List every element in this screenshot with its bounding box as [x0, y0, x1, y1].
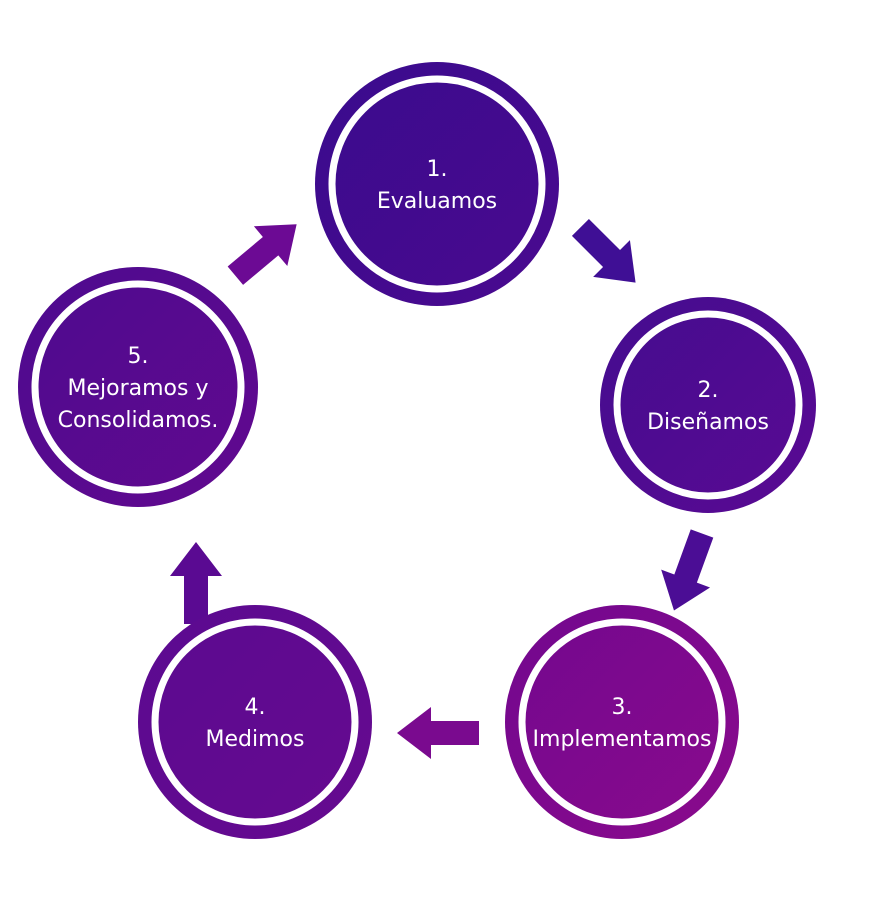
step-3: 3. Implementamos: [505, 605, 739, 839]
step-2-white-ring: [613, 310, 803, 500]
step-4-line-1: 4.: [245, 695, 266, 720]
step-5-outer-ring: [18, 267, 258, 507]
step-3-white-ring: [518, 618, 726, 826]
arrow-left-icon: [397, 707, 479, 759]
step-3-line-2: Implementamos: [533, 727, 712, 752]
step-3-line-1: 3.: [612, 695, 633, 720]
step-2-line-2: Diseñamos: [647, 410, 769, 435]
step-1-line-1: 1.: [427, 157, 448, 182]
steps-layer: 1. Evaluamos 2. Diseñamos 3. Implementamos 4. M…: [18, 62, 816, 839]
step-5-line-2: Mejoramos y: [68, 376, 209, 401]
arrow-up-icon: [170, 542, 222, 624]
step-5-white-ring: [31, 280, 245, 494]
step-1-line-2: Evaluamos: [377, 189, 497, 214]
step-4-white-ring: [151, 618, 359, 826]
step-4-line-2: Medimos: [206, 727, 305, 752]
arrows-layer: [170, 218, 714, 759]
step-2: 2. Diseñamos: [600, 297, 816, 513]
arrow-down-left-icon: [661, 529, 714, 611]
step-5-line-1: 5.: [128, 344, 149, 369]
step-1-white-ring: [328, 75, 546, 293]
step-2-outer-ring: [600, 297, 816, 513]
step-2-line-1: 2.: [698, 378, 719, 403]
step-4: 4. Medimos: [138, 605, 372, 839]
step-4-outer-ring: [138, 605, 372, 839]
step-5: 5. Mejoramos y Consolidamos.: [18, 267, 258, 507]
arrow-up-right-icon: [227, 224, 297, 285]
step-3-outer-ring: [505, 605, 739, 839]
arrow-down-right-icon: [571, 218, 636, 283]
step-5-line-3: Consolidamos.: [58, 408, 219, 433]
step-1: 1. Evaluamos: [315, 62, 559, 306]
step-1-outer-ring: [315, 62, 559, 306]
